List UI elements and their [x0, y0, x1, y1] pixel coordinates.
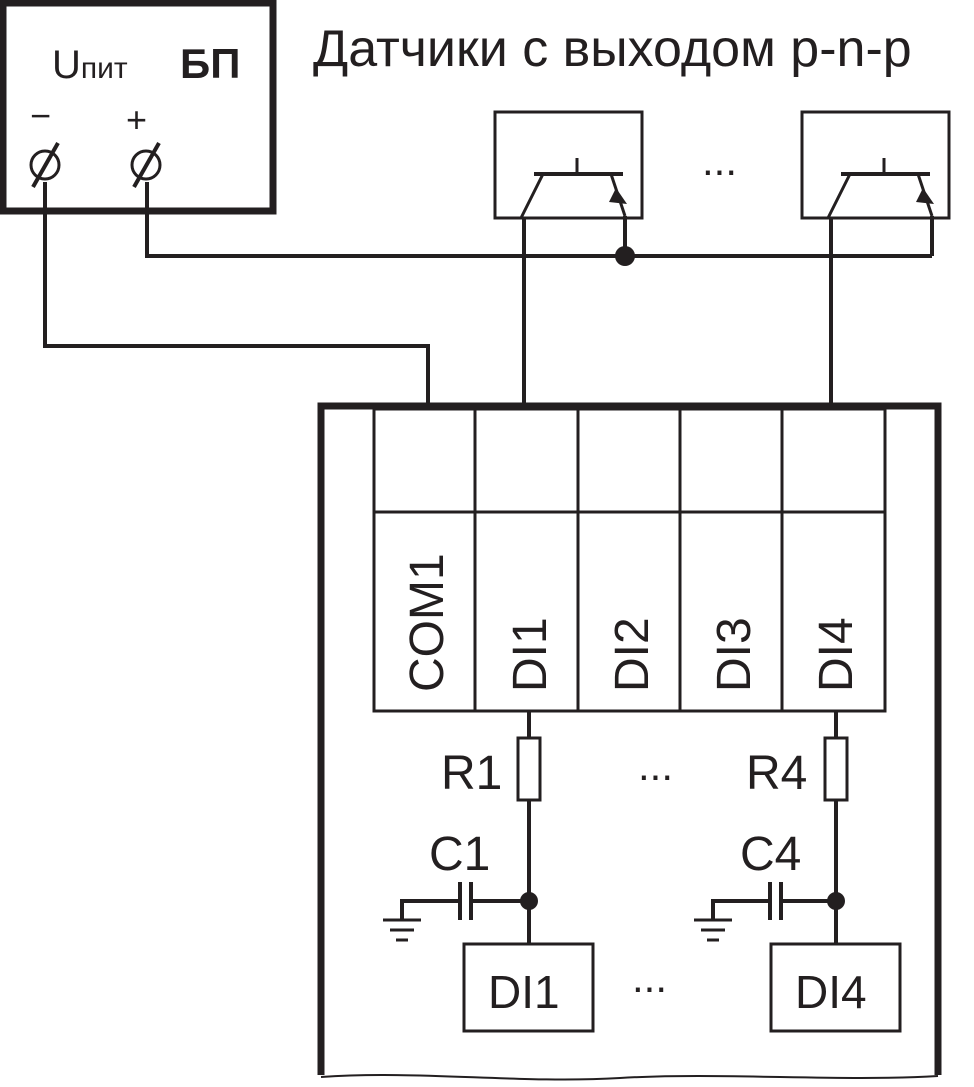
capacitor-icon: [768, 882, 783, 920]
sensors-ellipsis: ...: [702, 137, 737, 184]
terminal-block: [372, 407, 887, 713]
transistor-icon: [826, 158, 934, 219]
inputs-ellipsis: ...: [632, 954, 667, 1001]
input-circuit-4: R4 C4 DI4: [694, 711, 902, 1033]
sensor-1-box: [493, 110, 644, 220]
terminal-labels: COM1 DI1 DI2 DI3 DI4: [401, 553, 863, 692]
terminal-label-com1: COM1: [401, 553, 454, 692]
capacitor-icon: [458, 882, 473, 920]
terminal-label-di1: DI1: [504, 617, 557, 692]
resistor-4-label: R4: [746, 747, 807, 800]
terminal-label-di3: DI3: [708, 617, 761, 692]
voltage-label-subscript: пит: [81, 52, 128, 85]
ground-icon: [383, 918, 421, 942]
device-enclosure: [317, 402, 942, 1081]
power-supply-box: [0, 0, 277, 215]
minus-terminal-icon: [29, 142, 61, 188]
sensor-n: [800, 110, 951, 220]
minus-label: −: [30, 95, 51, 136]
resistor-ellipsis: ...: [638, 742, 673, 789]
input-1-label: DI1: [488, 966, 560, 1018]
input-1-box: [462, 942, 595, 1033]
voltage-label: Uпит: [52, 43, 128, 87]
junction-dot: [615, 246, 635, 266]
input-4-box: [769, 942, 902, 1033]
terminal-label-di4: DI4: [810, 617, 863, 692]
resistor-1-label: R1: [441, 747, 502, 800]
resistor-icon: [823, 736, 849, 802]
capacitor-4-label: C4: [740, 828, 801, 881]
wires: [43, 182, 934, 406]
capacitor-1-label: C1: [429, 828, 490, 881]
terminal-label-di2: DI2: [606, 617, 659, 692]
ground-icon: [694, 918, 732, 942]
input-circuit-1: R1 C1 DI1: [383, 711, 595, 1033]
plus-terminal-icon: [130, 142, 162, 188]
plus-label: +: [126, 99, 147, 140]
transistor-icon: [519, 158, 627, 219]
power-supply-name: БП: [180, 40, 240, 87]
sensors-title: Датчики с выходом p-n-p: [313, 20, 912, 78]
resistor-icon: [516, 736, 542, 802]
sensor-n-box: [800, 110, 951, 220]
power-supply: Uпит БП − +: [0, 0, 277, 215]
input-4-label: DI4: [795, 966, 867, 1018]
sensor-1: [493, 110, 644, 220]
